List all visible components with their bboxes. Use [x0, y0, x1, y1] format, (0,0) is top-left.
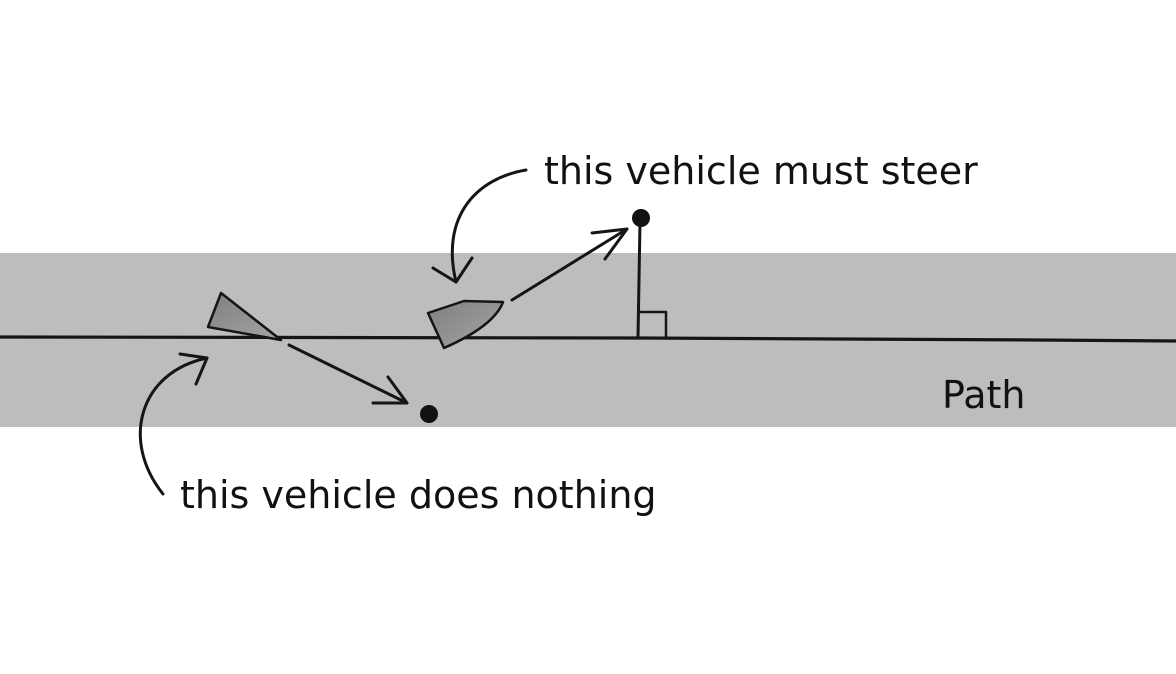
- vehicle-off-path-future-point: [632, 209, 650, 227]
- path-label: Path: [942, 373, 1025, 417]
- vehicle-off-path: [426, 299, 505, 350]
- right-angle-marker: [637, 310, 668, 340]
- steer-note-label: this vehicle must steer: [544, 149, 978, 193]
- steer-note-arrow: [431, 168, 528, 284]
- nothing-note-arrow: [138, 352, 209, 496]
- nothing-note-label: this vehicle does nothing: [180, 473, 657, 517]
- vehicle-off-path-velocity-arrow: [510, 227, 629, 302]
- vehicle-on-path-velocity-arrow: [287, 343, 409, 405]
- vehicle-on-path-future-point: [420, 405, 438, 423]
- vehicle-on-path: [206, 291, 283, 342]
- normal-projection-line: [636, 220, 642, 340]
